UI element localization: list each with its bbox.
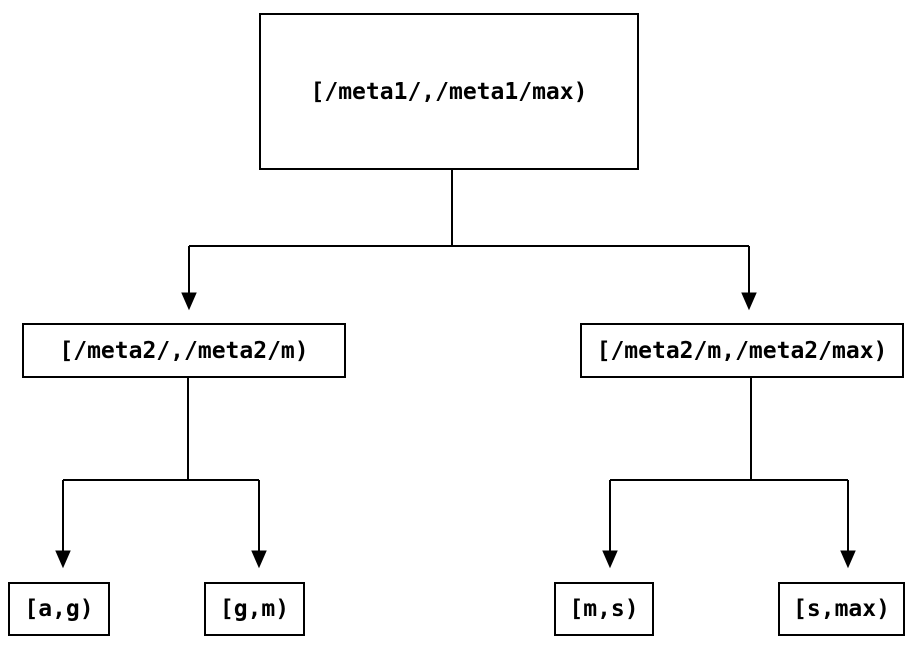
node-label: [m,s) [569, 596, 639, 622]
arrowhead-down-icon [602, 550, 618, 569]
node-meta2-right-range: [/meta2/m,/meta2/max) [580, 323, 904, 378]
arrowhead-down-icon [55, 550, 71, 569]
node-label: [a,g) [24, 596, 94, 622]
edge-root-to-children [181, 170, 757, 311]
node-leaf-m-s: [m,s) [554, 582, 654, 636]
edge-left-to-leaves [55, 378, 267, 569]
node-leaf-s-max: [s,max) [778, 582, 905, 636]
node-meta2-left-range: [/meta2/,/meta2/m) [22, 323, 346, 378]
arrowhead-down-icon [251, 550, 267, 569]
node-leaf-g-m: [g,m) [204, 582, 305, 636]
node-label: [s,max) [793, 596, 890, 622]
arrowhead-down-icon [840, 550, 856, 569]
arrowhead-down-icon [181, 292, 197, 311]
node-label: [g,m) [219, 596, 290, 622]
node-label: [/meta2/,/meta2/m) [59, 337, 309, 364]
node-label: [/meta1/,/meta1/max) [310, 78, 588, 105]
node-label: [/meta2/m,/meta2/max) [596, 337, 888, 364]
node-leaf-a-g: [a,g) [8, 582, 110, 636]
node-meta1-range: [/meta1/,/meta1/max) [259, 13, 639, 170]
edge-right-to-leaves [602, 378, 856, 569]
arrowhead-down-icon [741, 292, 757, 311]
